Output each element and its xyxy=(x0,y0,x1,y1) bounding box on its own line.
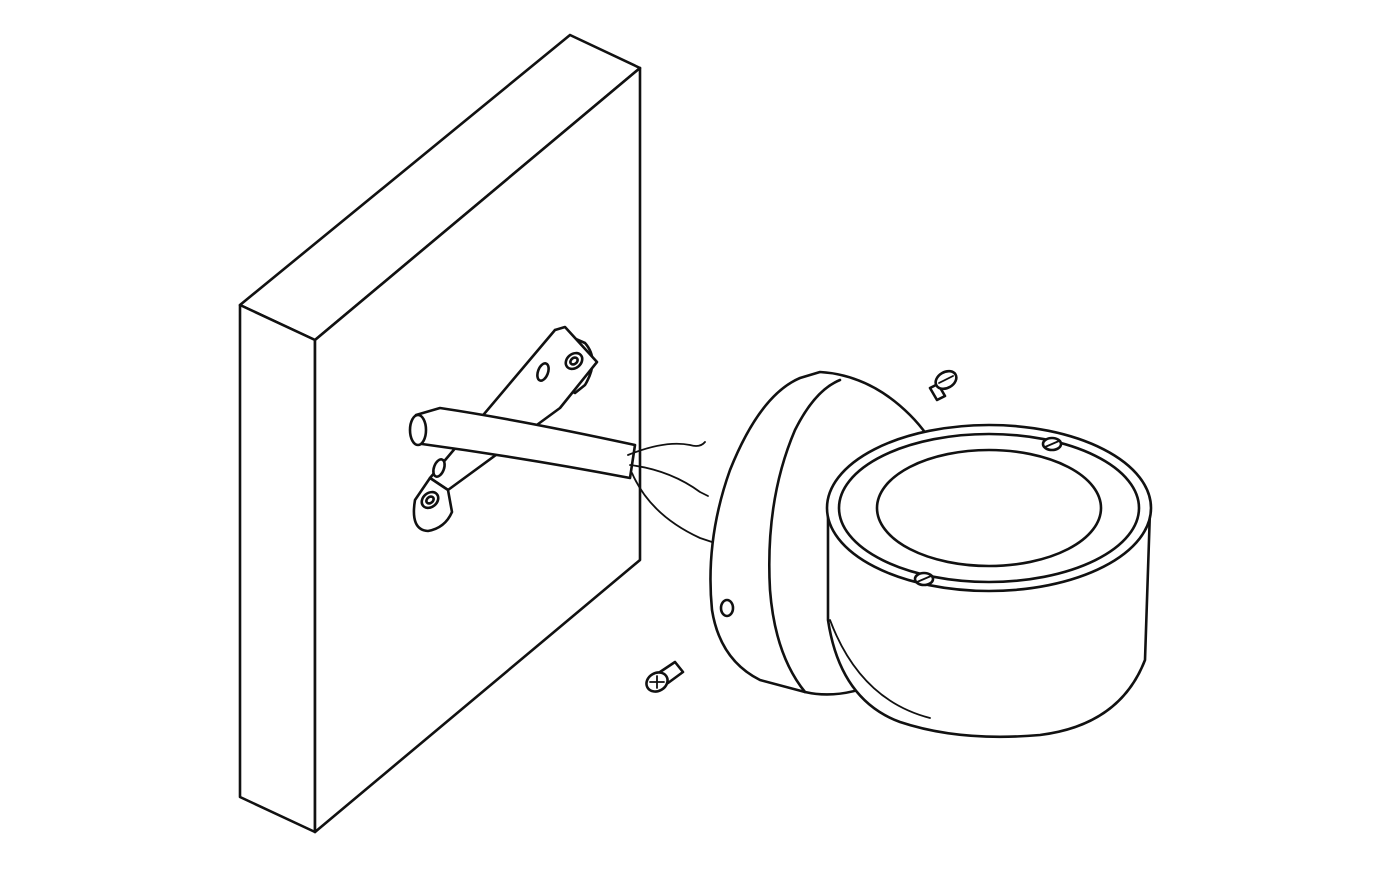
lamp-head-edge xyxy=(829,619,931,719)
lamp-head xyxy=(825,423,1153,739)
lamp-head-screw-top-right xyxy=(1041,436,1063,452)
wire-3 xyxy=(631,472,713,543)
bracket-slot-hole xyxy=(536,362,550,382)
lamp-head-inner-rim xyxy=(837,432,1141,584)
lamp-head-screw-bottom xyxy=(913,571,935,587)
bracket-lower-hole xyxy=(420,490,440,510)
mains-cable xyxy=(408,406,713,543)
bracket-upper-hole xyxy=(564,351,584,371)
lamp-head-lens xyxy=(875,448,1103,568)
screw-top xyxy=(928,369,958,402)
screw-bottom xyxy=(645,660,685,693)
wall-panel-side-face xyxy=(238,303,317,834)
lamp-base-screw-hole xyxy=(719,598,735,618)
wire-2 xyxy=(629,464,709,497)
bracket-slot-hole-lower xyxy=(432,458,446,478)
lamp-base-rim xyxy=(767,378,842,694)
wire-1 xyxy=(627,441,706,456)
cable-end xyxy=(408,413,428,447)
cable-sheath xyxy=(414,406,637,480)
